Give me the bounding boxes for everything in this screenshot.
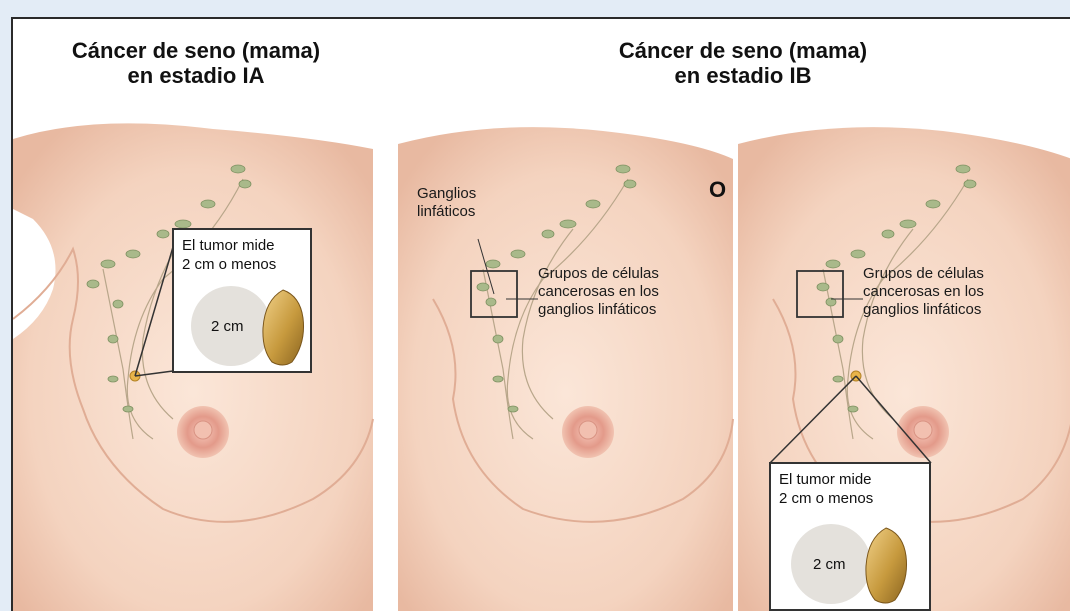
or-separator: O xyxy=(709,177,726,203)
tumor-size-box-3: El tumor mide 2 cm o menos 2 cm xyxy=(769,462,931,611)
tumor-icon-1 xyxy=(260,288,306,368)
tumor-size-box-1: El tumor mide 2 cm o menos 2 cm xyxy=(172,228,312,373)
panel-1-title: Cáncer de seno (mama) en estadio IA xyxy=(41,38,351,88)
grupos-label-3: Grupos de células cancerosas en los gang… xyxy=(863,265,984,319)
tumor-icon-3 xyxy=(863,526,909,606)
grupos-label-2: Grupos de células cancerosas en los gang… xyxy=(538,265,659,319)
illustration-frame: Cáncer de seno (mama) en estadio IA Cánc… xyxy=(11,17,1070,611)
size-label-1: 2 cm xyxy=(211,318,244,335)
ganglios-label: Ganglios linfáticos xyxy=(417,185,476,221)
size-label-3: 2 cm xyxy=(813,556,846,573)
panel-2-title: Cáncer de seno (mama) en estadio IB xyxy=(588,38,898,88)
